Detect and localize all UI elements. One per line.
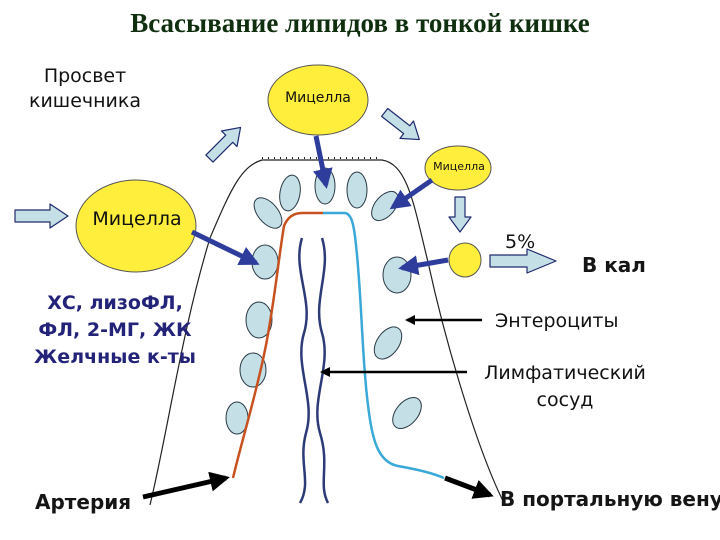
enterocyte-cell [253, 197, 283, 229]
flow-arrow-up [205, 126, 242, 163]
flow-arrows [14, 107, 557, 274]
components-label: ХС, лизоФЛ, ФЛ, 2-МГ, ЖК Желчные к-ты [30, 290, 200, 371]
micelle-big [75, 179, 197, 273]
components-line1: ХС, лизоФЛ, [47, 292, 183, 314]
enterocyte-cell [382, 256, 412, 294]
lymphatic-label: Лимфатический сосуд [470, 360, 660, 414]
components-line3: Желчные к-ты [34, 346, 196, 368]
enterocytes-label: Энтероциты [495, 310, 619, 332]
central-vessel-right [316, 237, 330, 504]
artery-arrow [142, 471, 230, 500]
micelle-small [424, 145, 492, 191]
percent-label: 5% [505, 231, 536, 253]
components-line2: ФЛ, 2-МГ, ЖК [38, 319, 192, 341]
lymphatic-label-line1: Лимфатический [484, 362, 646, 384]
portal-arrow [444, 475, 494, 499]
micelle-small-label: Мицелла [433, 160, 485, 173]
micelle-top [267, 64, 369, 136]
portal-vein-label: В портальную вену [500, 487, 720, 511]
artery-label: Артерия [35, 490, 132, 514]
micelle-remnant [448, 242, 482, 278]
lumen-label: Просвет кишечника [20, 64, 150, 114]
lumen-label-line1: Просвет [43, 65, 127, 87]
micelle-big-label: Мицелла [92, 208, 182, 230]
enterocyte-cell [346, 171, 368, 209]
enterocyte-cell [392, 397, 422, 429]
uptake-arrow-top [313, 135, 333, 189]
central-vessel-left [298, 237, 310, 504]
page-title: Всасывание липидов в тонкой кишке [130, 8, 590, 38]
enterocyte-cell [373, 326, 403, 360]
uptake-arrow-remnant [398, 255, 449, 276]
flow-arrow-down-right [380, 107, 420, 141]
flow-arrow-down [448, 196, 472, 233]
enterocyte-cell [245, 301, 273, 339]
uptake-arrow-small [389, 177, 434, 210]
vessel-flow-arrows [142, 471, 494, 500]
pointer-lines [320, 315, 482, 377]
artery-vessel [231, 211, 323, 479]
lumen-label-line2: кишечника [28, 90, 141, 112]
villus-outline [149, 159, 506, 506]
enterocyte-cell [279, 174, 301, 212]
lymph-vessel [323, 211, 445, 480]
to-feces-label: В кал [582, 253, 646, 277]
lymphatic-label-line2: сосуд [536, 389, 594, 411]
flow-arrow-in [14, 203, 69, 229]
flow-arrow-out [489, 248, 557, 274]
uptake-arrow-big [190, 229, 260, 266]
micelle-top-label: Мицелла [285, 90, 351, 106]
uptake-arrows [190, 135, 449, 276]
enterocytes [225, 167, 422, 435]
